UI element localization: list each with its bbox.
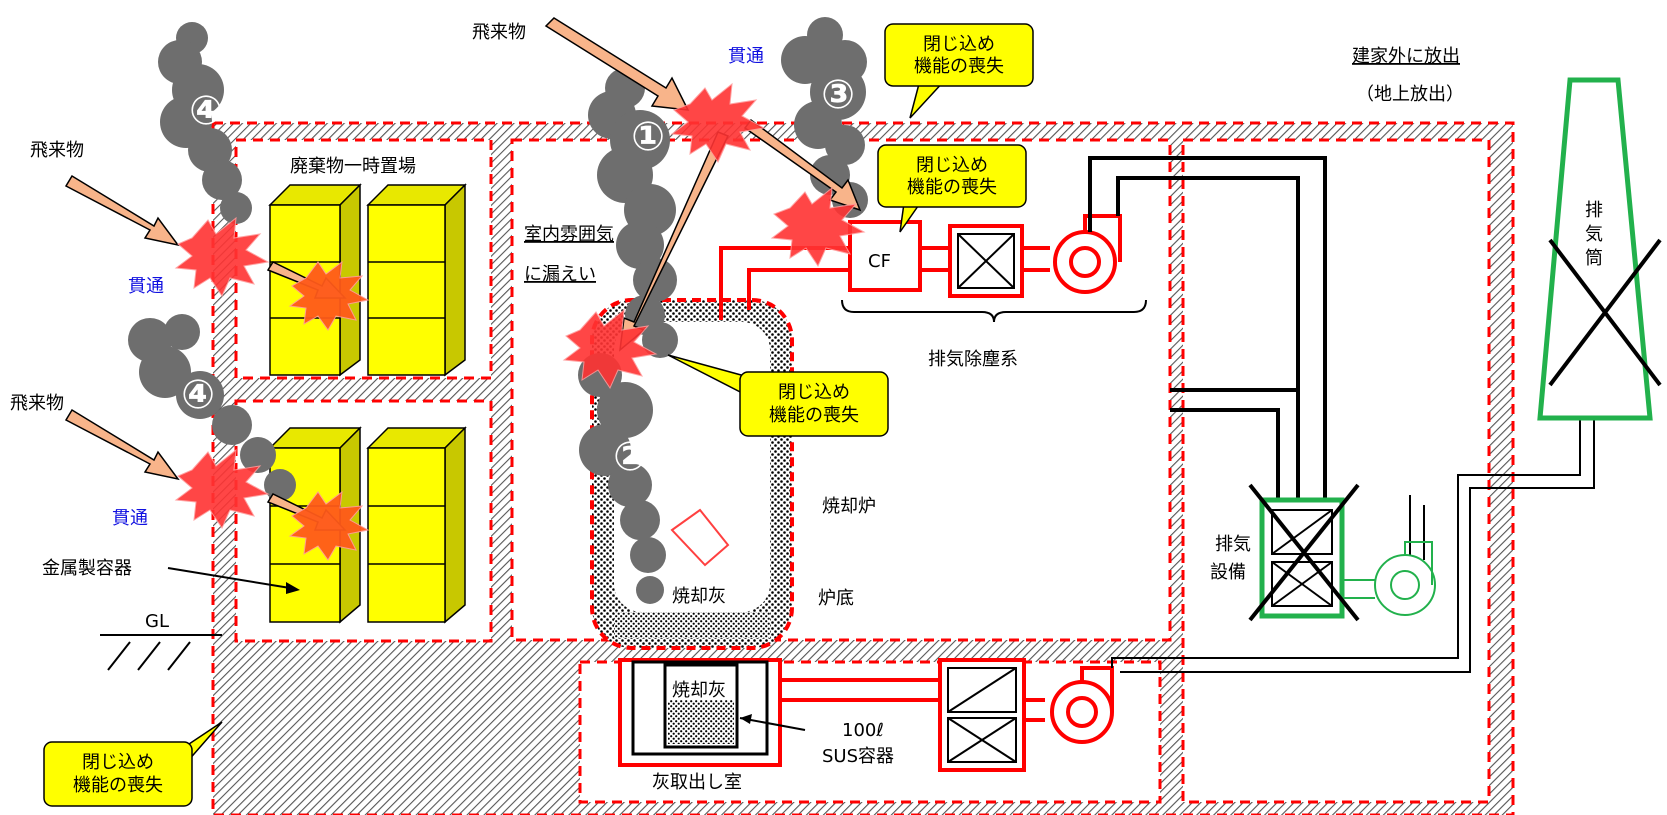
smoke-plume-3	[781, 17, 868, 218]
callout-top-line2: 機能の喪失	[914, 56, 1004, 77]
arrow-to-cf	[743, 118, 862, 212]
ash-room-label: 灰取出し室	[652, 772, 742, 793]
arrow-left1	[64, 174, 180, 247]
exhaust-ducts-black	[1088, 156, 1327, 505]
callout-bottom: 閉じ込め 機能の喪失	[43, 721, 223, 807]
exhaust-equipment-label-2: 設備	[1210, 562, 1246, 583]
burst-top	[670, 82, 766, 164]
burst-cf	[770, 186, 866, 268]
indoor-leak-label-2: に漏えい	[524, 264, 596, 285]
projectile-label-top: 飛来物	[472, 22, 526, 43]
callout-cf-line1: 閉じ込め	[916, 155, 988, 176]
callout-bottom-line2: 機能の喪失	[73, 775, 163, 796]
blower-upper	[1053, 214, 1122, 294]
smoke-plume-4b	[128, 314, 296, 501]
smoke-plume-2	[578, 353, 666, 604]
exhaust-equipment	[1248, 483, 1436, 622]
incinerator-label: 焼却炉	[822, 496, 876, 517]
marker-1: ①	[631, 114, 665, 160]
marker-4-lower: ④	[181, 372, 215, 418]
burst-left1b	[288, 260, 370, 331]
release-label-2: （地上放出）	[1356, 84, 1464, 105]
callout-cf-line2: 機能の喪失	[907, 177, 997, 198]
stack-label-1: 排	[1585, 200, 1603, 221]
penetration-label-left2: 貫通	[112, 508, 148, 529]
gl-label: GL	[145, 611, 169, 632]
burst-furnace	[562, 308, 658, 390]
marker-4-upper: ④	[189, 88, 223, 134]
cf-label: CF	[868, 251, 891, 272]
ground-line: GL	[100, 611, 222, 671]
callout-bottom-line1: 閉じ込め	[82, 752, 154, 773]
stack-label-3: 筒	[1585, 248, 1603, 269]
incineration-ash-label: 焼却灰	[672, 586, 726, 607]
waste-storage-label: 廃棄物一時置場	[290, 156, 416, 177]
exhaust-stack: 排 気 筒	[1537, 77, 1662, 421]
sus-container-label-1: 100ℓ	[842, 720, 884, 741]
arrow-left2	[64, 408, 180, 481]
metal-container-pointer-head	[286, 582, 300, 594]
hepa-filter-lower	[938, 658, 1026, 772]
sus-container-label-2: SUS容器	[822, 746, 894, 767]
projectile-label-left1: 飛来物	[30, 140, 84, 161]
burst-left2b	[288, 490, 370, 561]
exhaust-ducts-thin	[1111, 415, 1595, 673]
callout-furnace: 閉じ込め 機能の喪失	[667, 354, 889, 437]
callout-top-line1: 閉じ込め	[923, 34, 995, 55]
ash-container	[618, 658, 806, 767]
callout-furnace-line1: 閉じ込め	[778, 382, 850, 403]
exhaust-dust-system-bracket	[841, 299, 1147, 323]
projectile-label-left2: 飛来物	[10, 393, 64, 414]
metal-container-label: 金属製容器	[42, 558, 132, 579]
cf-filter	[848, 220, 922, 292]
burst-left2	[174, 448, 270, 530]
smoke-plume-4a	[158, 22, 252, 224]
marker-3: ③	[821, 72, 855, 118]
metal-container-pointer	[167, 567, 291, 589]
indoor-leak-label-1: 室内雰囲気	[524, 224, 614, 245]
exhaust-dust-system-label: 排気除塵系	[928, 349, 1018, 370]
burst-left1	[174, 216, 270, 298]
callout-cf: 閉じ込め 機能の喪失	[877, 144, 1027, 233]
marker-2: ②	[613, 434, 647, 480]
hepa-filter-upper	[948, 224, 1024, 298]
furnace-bottom-label: 炉底	[818, 588, 854, 609]
penetration-label-top: 貫通	[728, 46, 764, 67]
callout-top: 閉じ込め 機能の喪失	[884, 23, 1034, 119]
waste-containers-lower	[268, 426, 467, 624]
blower-lower	[1050, 666, 1114, 744]
stack-label-2: 気	[1585, 224, 1603, 245]
callout-furnace-line2: 機能の喪失	[769, 405, 859, 426]
release-label-1: 建家外に放出	[1352, 46, 1460, 67]
exhaust-equipment-label-1: 排気	[1215, 534, 1251, 555]
ash-container-label: 焼却灰	[672, 680, 726, 701]
arrow-top	[544, 17, 690, 111]
impact-bursts	[174, 82, 866, 561]
penetration-label-left1: 貫通	[128, 276, 164, 297]
